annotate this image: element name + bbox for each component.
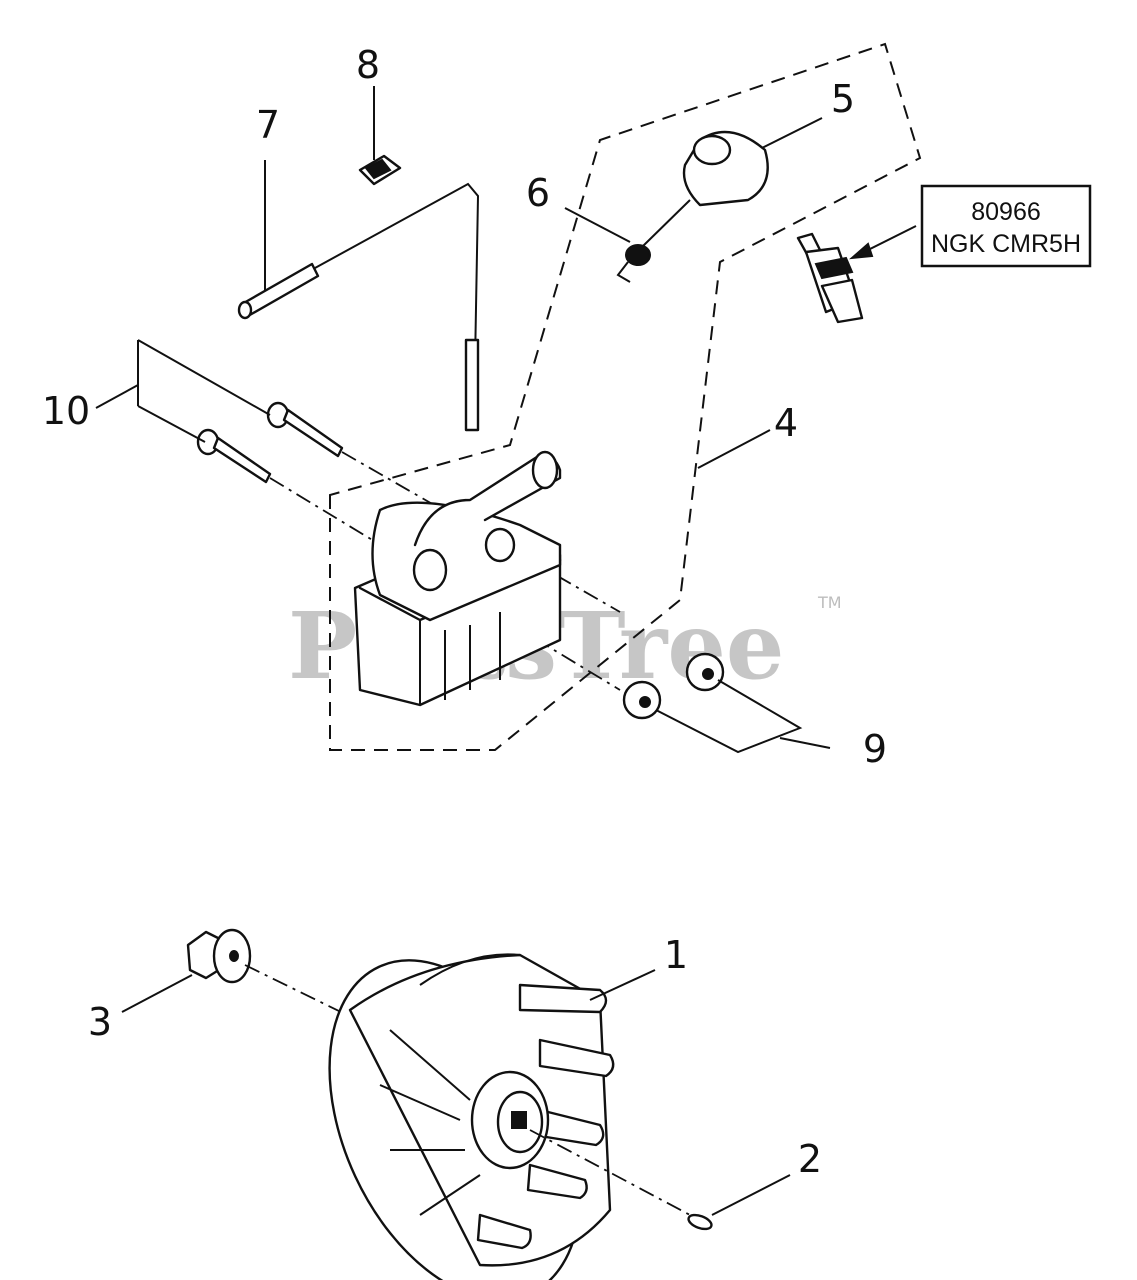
spark-plug[interactable] xyxy=(796,232,864,324)
callout-10[interactable]: 10 xyxy=(42,389,90,433)
spec-part-number: 80966 xyxy=(971,198,1041,226)
callout-1[interactable]: 1 xyxy=(664,933,688,977)
part-1-flywheel[interactable] xyxy=(279,920,631,1280)
part-10-leader-bracket xyxy=(137,339,271,443)
part-3-flange-nut[interactable] xyxy=(186,928,252,984)
callout-9[interactable]: 9 xyxy=(863,727,887,771)
callout-2[interactable]: 2 xyxy=(798,1137,822,1181)
part-2-key[interactable] xyxy=(687,1212,714,1231)
spark-plug-spec-box: 80966 NGK CMR5H xyxy=(920,184,1092,268)
part-5-plug-cap[interactable] xyxy=(642,130,769,247)
callout-4[interactable]: 4 xyxy=(774,401,798,445)
part-10-bolt-lower[interactable] xyxy=(196,428,272,484)
spec-spark-plug: NGK CMR5H xyxy=(931,230,1081,258)
callout-7[interactable]: 7 xyxy=(256,103,280,147)
part-9-leader-bracket xyxy=(655,679,831,754)
coil-assembly-outline xyxy=(329,42,922,751)
callout-8[interactable]: 8 xyxy=(356,43,380,87)
part-9-spacer-left[interactable] xyxy=(622,680,662,720)
part-6-spring[interactable] xyxy=(616,244,651,283)
callout-3[interactable]: 3 xyxy=(88,1000,112,1044)
spec-arrow xyxy=(848,225,917,260)
part-10-bolt-upper[interactable] xyxy=(266,401,344,458)
part-7-lead-wire[interactable] xyxy=(237,182,480,432)
part-9-spacer-right[interactable] xyxy=(685,652,725,692)
callout-6[interactable]: 6 xyxy=(526,171,550,215)
callout-5[interactable]: 5 xyxy=(831,77,855,121)
part-8-clip[interactable] xyxy=(358,154,402,186)
ignition-coil[interactable] xyxy=(353,450,562,707)
watermark-trademark: TM xyxy=(817,593,842,612)
